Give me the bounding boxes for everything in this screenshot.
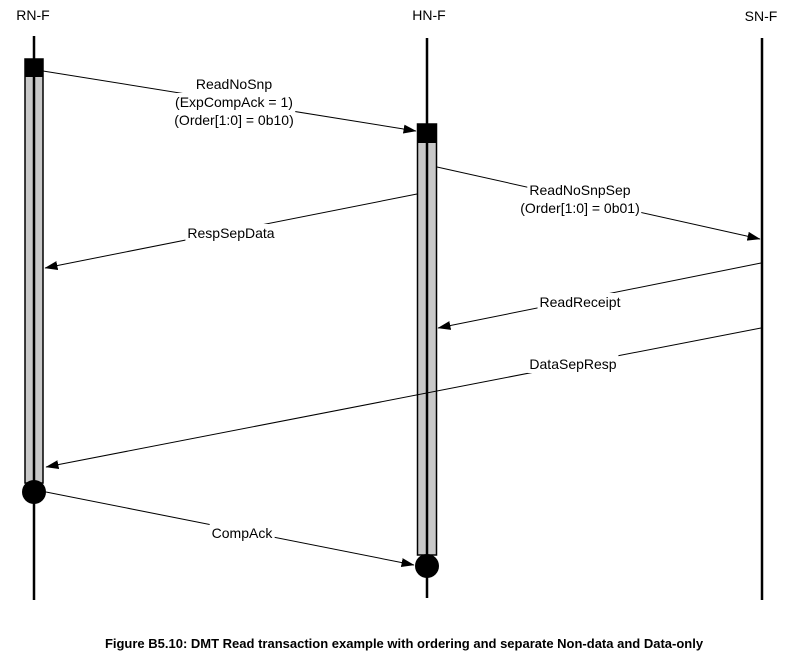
message-label-line: ReadNoSnpSep (527, 181, 633, 199)
message-label-respsepdata: RespSepData (185, 224, 277, 242)
message-label-line: RespSepData (185, 224, 277, 242)
transaction-end-marker-hnf (415, 554, 439, 578)
transaction-start-marker-rnf (25, 59, 43, 77)
lifeline-label-rnf: RN-F (16, 7, 50, 23)
transaction-start-marker-hnf (417, 124, 437, 143)
message-label-datasepresp: DataSepResp (527, 355, 619, 373)
message-label-line: (ExpCompAck = 1) (173, 93, 295, 111)
transaction-end-marker-rnf (22, 480, 46, 504)
message-label-line: ReadNoSnp (193, 75, 275, 93)
message-label-line: (Order[1:0] = 0b01) (518, 199, 642, 217)
lifeline-label-hnf: HN-F (412, 7, 446, 23)
message-label-line: ReadReceipt (537, 293, 623, 311)
message-label-compack: CompAck (209, 524, 275, 542)
message-label-readreceipt: ReadReceipt (537, 293, 623, 311)
message-label-line: (Order[1:0] = 0b10) (172, 111, 296, 129)
message-label-line: CompAck (209, 524, 275, 542)
figure-caption: Figure B5.10: DMT Read transaction examp… (104, 636, 704, 651)
lifeline-label-snf: SN-F (744, 8, 778, 24)
message-label-readnosnpsep: ReadNoSnpSep (Order[1:0] = 0b01) (518, 181, 642, 217)
message-label-line: DataSepResp (527, 355, 619, 373)
message-label-readnosnp: ReadNoSnp (ExpCompAck = 1) (Order[1:0] =… (172, 75, 296, 129)
message-arrow-datasepresp (45, 327, 762, 470)
